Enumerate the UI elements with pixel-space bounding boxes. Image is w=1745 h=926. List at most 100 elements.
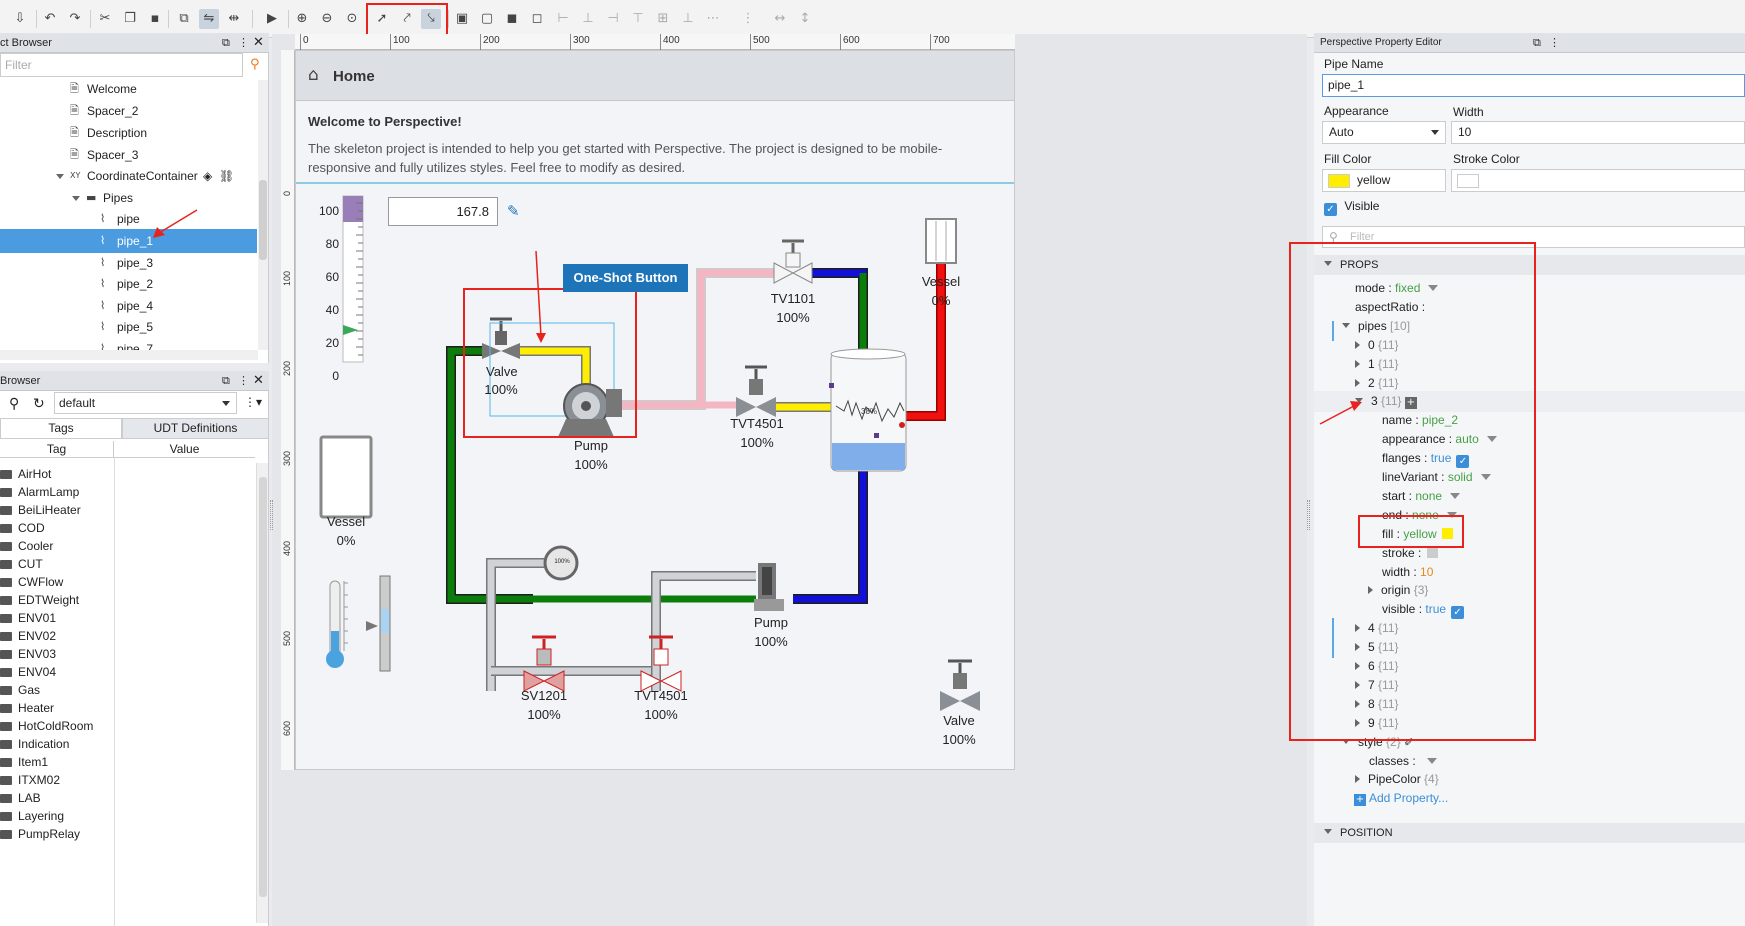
prop-row[interactable]: PipeColor {4} [1314, 769, 1745, 790]
pipe-red[interactable] [906, 251, 945, 420]
tvt4501-valve-bottom[interactable] [640, 635, 682, 692]
expand-icon[interactable] [1355, 398, 1363, 404]
tv1101-valve[interactable] [773, 239, 813, 284]
vessel-top[interactable] [925, 218, 957, 264]
cut-icon[interactable]: ✂ [99, 11, 111, 26]
expand-icon[interactable] [1355, 624, 1360, 633]
close-icon[interactable]: ✕ [253, 373, 264, 388]
menu-icon[interactable]: ⋮ [1549, 36, 1560, 49]
tag-row[interactable]: HotColdRoom [0, 716, 93, 736]
delete-icon[interactable]: ▪ [150, 11, 160, 26]
zoom-out-icon[interactable]: ⊖ [321, 11, 333, 26]
tree-item[interactable]: ⌇pipe_4 [0, 294, 257, 318]
prop-row[interactable]: 2 {11} [1314, 373, 1745, 394]
fill-color-picker[interactable]: yellow [1322, 169, 1446, 192]
project-filter-input[interactable]: Filter [0, 53, 243, 77]
tag-row[interactable]: BeiLiHeater [0, 500, 81, 520]
zoom-in-icon[interactable]: ⊕ [296, 11, 308, 26]
prop-row[interactable]: style {2} ✐ [1314, 732, 1745, 753]
add-icon[interactable]: + [1404, 397, 1417, 410]
tree-item[interactable]: ⌇pipe_3 [0, 251, 257, 275]
edit-pencil-icon[interactable]: ✎ [507, 202, 520, 220]
pipe-autoconnect-icon[interactable]: ⤥ [421, 9, 441, 29]
prop-row[interactable]: end : none [1314, 505, 1745, 526]
prop-row[interactable]: name : pipe_2 [1382, 413, 1459, 428]
prop-row[interactable]: start : none [1314, 486, 1745, 507]
pipe-yellow-selected[interactable] [518, 347, 590, 396]
tag-provider-select[interactable]: default [54, 392, 237, 414]
menu-icon[interactable]: ⋮ [238, 374, 249, 387]
align-top-icon[interactable]: ⊤ [632, 11, 644, 26]
expand-icon[interactable] [72, 196, 80, 201]
valve-2[interactable] [940, 659, 980, 711]
tag-row[interactable]: Heater [0, 698, 54, 718]
tab-tags[interactable]: Tags [0, 418, 122, 439]
one-shot-button[interactable]: One-Shot Button [563, 264, 688, 292]
tab-udt-definitions[interactable]: UDT Definitions [122, 418, 268, 439]
expand-icon[interactable] [56, 174, 64, 179]
tag-row[interactable]: ENV02 [0, 626, 56, 646]
prop-row[interactable]: 8 {11} [1314, 694, 1745, 715]
distribute-icon[interactable]: ⇹ [228, 11, 240, 26]
tag-scrollbar-thumb[interactable] [259, 477, 267, 897]
tag-row[interactable]: ITXM02 [0, 770, 60, 790]
send-back-icon[interactable]: ◻ [531, 11, 543, 26]
appearance-select[interactable]: Auto [1322, 121, 1446, 144]
bring-forward-icon[interactable]: ▣ [455, 11, 469, 26]
home-icon[interactable]: ⌂ [308, 65, 319, 85]
prop-row[interactable]: flanges : true✓ [1314, 448, 1745, 469]
collapse-icon[interactable] [1342, 322, 1350, 328]
select-tool-icon[interactable]: ➚ [376, 11, 388, 26]
column-value[interactable]: Value [114, 441, 255, 458]
tag-row[interactable]: Item1 [0, 752, 48, 772]
save-icon[interactable]: ⇩ [14, 11, 26, 26]
pipe-name-input[interactable]: pipe_1 [1322, 74, 1745, 97]
tag-row[interactable]: CWFlow [0, 572, 63, 592]
fill-color-swatch[interactable] [1441, 527, 1453, 539]
tag-row[interactable]: CUT [0, 554, 43, 574]
pipe-gray-3[interactable] [652, 572, 756, 691]
pipe-pink[interactable] [621, 269, 776, 409]
copy-icon[interactable]: ❐ [124, 11, 136, 26]
prop-row[interactable]: visible : true✓ [1314, 599, 1745, 620]
tree-scrollbar-thumb[interactable] [259, 180, 267, 260]
width-input[interactable]: 10 [1451, 121, 1745, 144]
prop-row[interactable]: 6 {11} [1314, 656, 1745, 677]
numeric-entry-field[interactable]: 167.8 [388, 197, 498, 226]
play-icon[interactable]: ▶ [267, 11, 277, 26]
tree-item[interactable]: ▬Pipes [0, 186, 257, 210]
group-icon[interactable]: ⧉ [179, 11, 189, 26]
expand-icon[interactable] [1355, 718, 1360, 727]
undo-icon[interactable]: ↶ [44, 11, 56, 26]
tree-hscrollbar[interactable] [0, 350, 258, 360]
close-icon[interactable]: ✕ [253, 35, 264, 50]
expand-icon[interactable] [1355, 643, 1360, 652]
tag-row[interactable]: Indication [0, 734, 69, 754]
left-splitter[interactable] [270, 500, 273, 530]
distribute-v-icon[interactable]: ⋮ [741, 11, 755, 26]
prop-row[interactable]: 3 {11} + [1314, 391, 1745, 413]
add-property-link[interactable]: Add Property... [1369, 791, 1449, 806]
prop-row[interactable]: lineVariant : solid [1314, 467, 1745, 488]
collapse-icon[interactable] [1342, 738, 1350, 744]
prop-row[interactable]: origin {3} [1314, 580, 1745, 601]
tag-row[interactable]: Gas [0, 680, 40, 700]
tree-item[interactable]: ⌇pipe [0, 207, 257, 231]
pump-2[interactable] [754, 563, 784, 611]
valve-1[interactable] [482, 317, 520, 359]
prop-row[interactable]: appearance : auto [1314, 429, 1745, 450]
prop-row[interactable]: +Add Property... [1314, 788, 1745, 809]
tree-item[interactable]: 🗎Spacer_3 [0, 143, 257, 167]
tag-row[interactable]: LAB [0, 788, 41, 808]
align-middle-icon[interactable]: ⊞ [657, 11, 669, 26]
align-icon[interactable]: ⇋ [199, 9, 219, 29]
expand-icon[interactable] [1355, 359, 1360, 368]
tag-row[interactable]: AlarmLamp [0, 482, 79, 502]
prop-row[interactable]: width : 10 [1382, 564, 1434, 579]
search-icon[interactable]: ⚲ [9, 396, 20, 412]
tag-scrollbar[interactable] [256, 463, 268, 923]
expand-icon[interactable] [1355, 662, 1360, 670]
align-bottom-icon[interactable]: ⊥ [682, 11, 694, 26]
prop-row[interactable]: 7 {11} [1314, 675, 1745, 696]
